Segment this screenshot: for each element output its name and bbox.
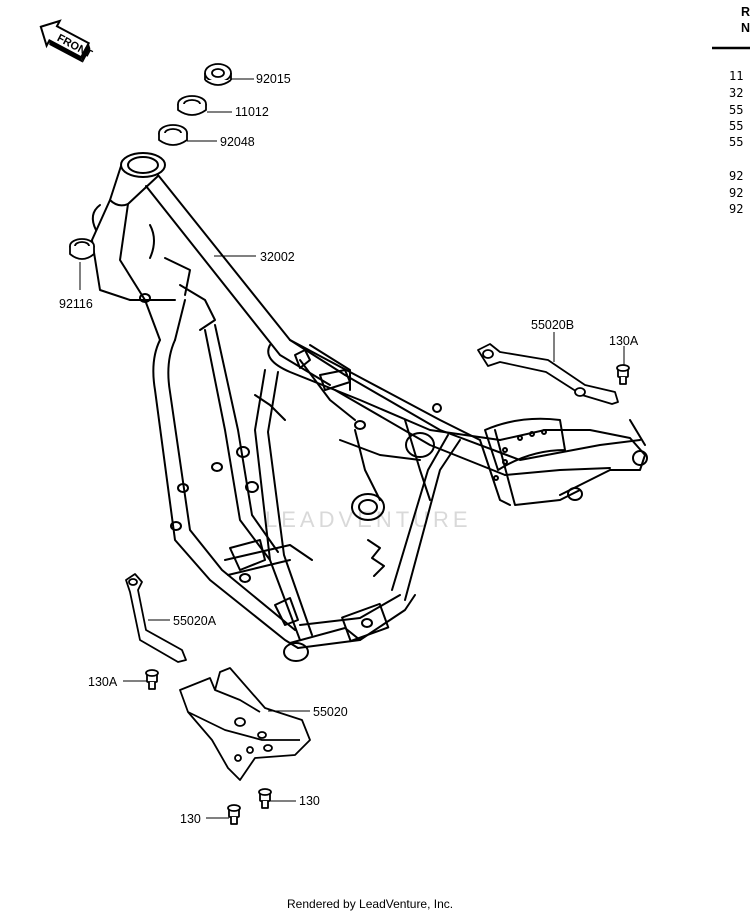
callout-130-left[interactable]: 130	[180, 812, 201, 826]
part-11012-bearing[interactable]	[177, 95, 207, 116]
footer-credit: Rendered by LeadVenture, Inc.	[287, 897, 453, 911]
ref-row: 55	[729, 103, 743, 117]
ref-header-1: R	[741, 5, 750, 19]
ref-row: 55	[729, 135, 743, 149]
callout-55020B[interactable]: 55020B	[531, 318, 574, 332]
callout-55020[interactable]: 55020	[313, 705, 348, 719]
part-55020-skid-plate[interactable]	[179, 667, 311, 781]
ref-row: 92	[729, 186, 743, 200]
ref-row: 92	[729, 202, 743, 216]
callout-130-right[interactable]: 130	[299, 794, 320, 808]
callout-55020A[interactable]: 55020A	[173, 614, 217, 628]
part-92015-nut[interactable]	[204, 63, 232, 86]
part-130A-bolt-top[interactable]	[616, 364, 630, 385]
ref-row: 92	[729, 169, 743, 183]
part-130A-bolt-left[interactable]	[145, 669, 159, 690]
part-130-bolt-left[interactable]	[227, 804, 241, 825]
ref-header-2: N	[741, 21, 750, 35]
part-55020B-bracket[interactable]	[477, 343, 619, 405]
reference-column: R N 11 32 55 55 55 92 92 92	[712, 5, 750, 216]
frame-assembly-32002	[91, 152, 648, 662]
callout-11012[interactable]: 11012	[235, 105, 269, 119]
callout-130A-top[interactable]: 130A	[609, 334, 639, 348]
callout-92116[interactable]: 92116	[59, 297, 93, 311]
ref-row: 32	[729, 86, 743, 100]
callout-92015[interactable]: 92015	[256, 72, 291, 86]
callout-92048[interactable]: 92048	[220, 135, 255, 149]
part-55020A-bracket[interactable]	[125, 573, 187, 663]
callout-130A-left[interactable]: 130A	[88, 675, 118, 689]
callout-32002[interactable]: 32002	[260, 250, 295, 264]
part-92048-race[interactable]	[158, 124, 188, 146]
part-130-bolt-right[interactable]	[258, 788, 272, 809]
part-92116-race[interactable]	[69, 238, 95, 260]
ref-row: 11	[729, 69, 743, 83]
ref-row: 55	[729, 119, 743, 133]
front-arrow-icon: FRONT	[39, 19, 94, 63]
